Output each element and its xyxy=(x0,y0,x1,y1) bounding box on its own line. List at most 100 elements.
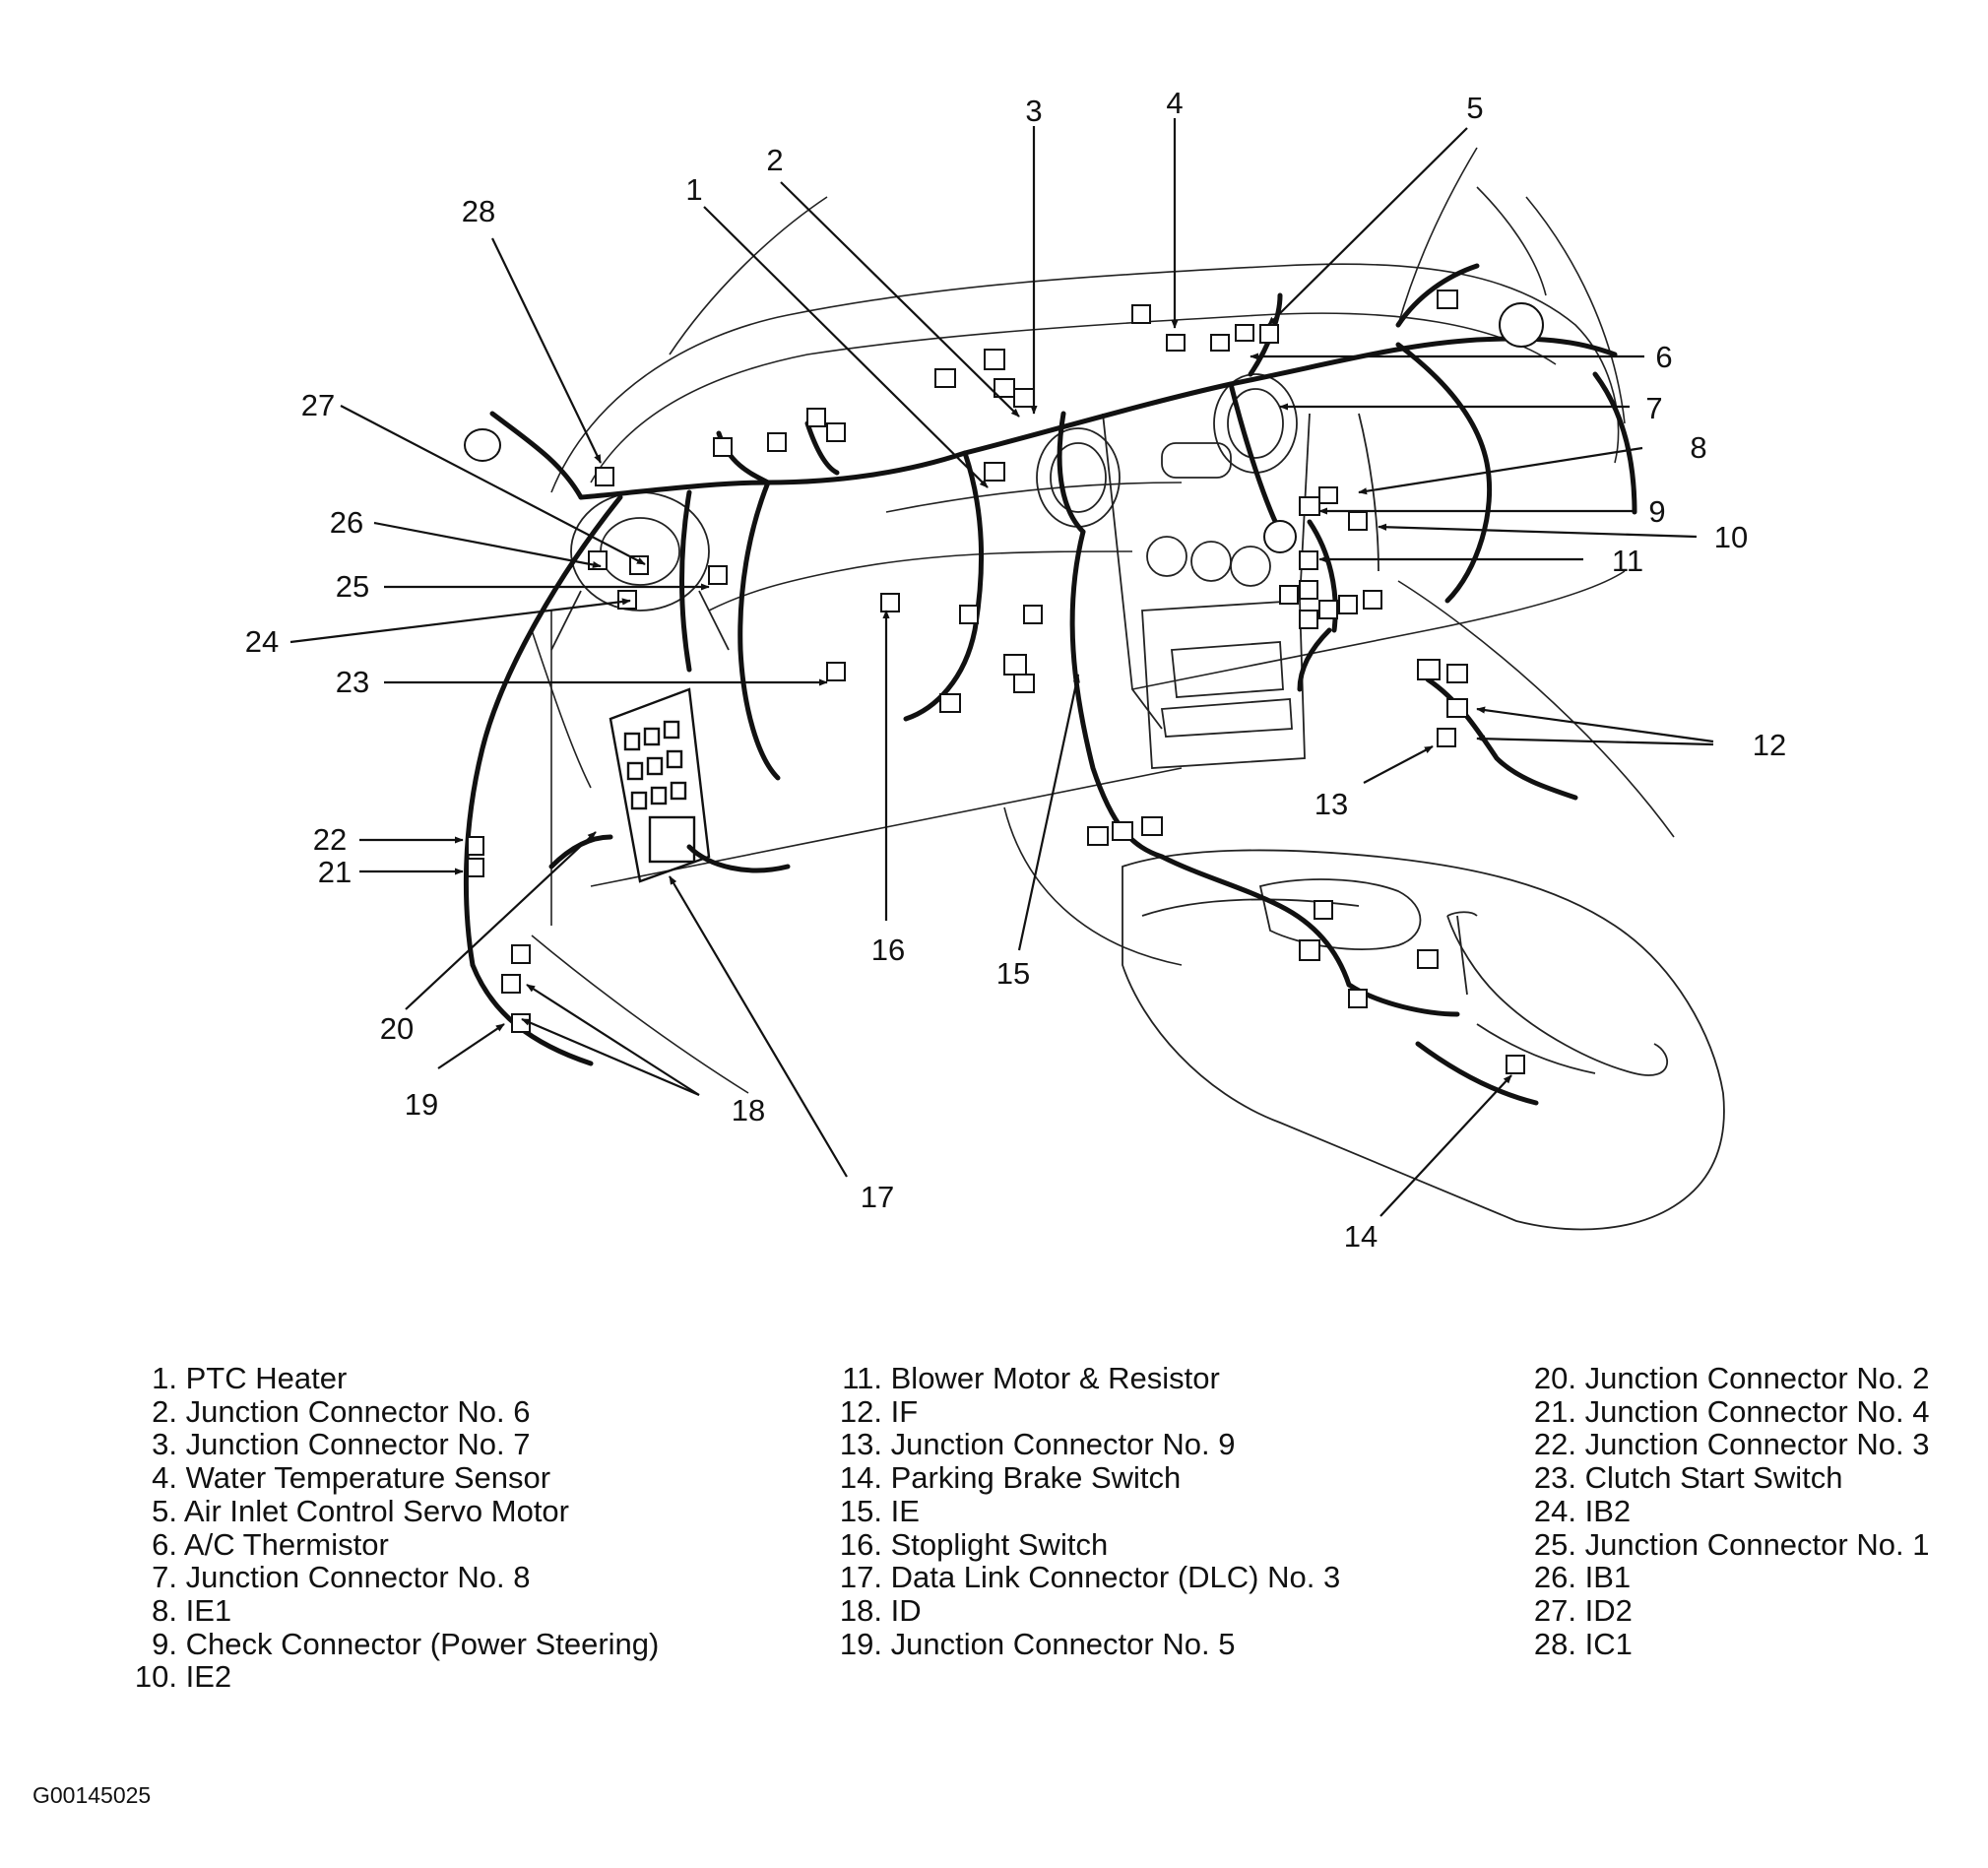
legend-item: 6. A/C Thermistor xyxy=(126,1526,659,1562)
legend-number: 27. xyxy=(1533,1592,1576,1628)
fuse-block xyxy=(609,687,711,883)
callout-21: 21 xyxy=(318,855,352,889)
legend-label: Data Link Connector (DLC) No. 3 xyxy=(890,1560,1341,1595)
legend-item: 28. IC1 xyxy=(1521,1626,1929,1661)
legend-number: 2. xyxy=(152,1393,177,1429)
legend-number: 21. xyxy=(1533,1393,1576,1429)
legend-item: 2. Junction Connector No. 6 xyxy=(126,1393,659,1429)
callout-14: 14 xyxy=(1344,1219,1378,1254)
legend-label: ID2 xyxy=(1584,1592,1633,1628)
legend-number: 11. xyxy=(842,1361,882,1395)
callout-20: 20 xyxy=(380,1011,414,1046)
legend-label: Air Inlet Control Servo Motor xyxy=(183,1493,569,1528)
legend-number: 18. xyxy=(839,1592,882,1628)
legend-label: A/C Thermistor xyxy=(183,1526,389,1562)
legend-number: 4. xyxy=(152,1460,177,1496)
legend-number: 26. xyxy=(1533,1560,1576,1595)
legend-label: Check Connector (Power Steering) xyxy=(185,1626,660,1661)
legend-item: 17. Data Link Connector (DLC) No. 3 xyxy=(827,1561,1340,1594)
callout-2: 2 xyxy=(766,143,783,177)
legend-item: 11. Blower Motor & Resistor xyxy=(827,1362,1340,1395)
legend-label: Junction Connector No. 6 xyxy=(185,1393,531,1429)
legend-item: 14. Parking Brake Switch xyxy=(827,1461,1340,1495)
legend-number: 15. xyxy=(839,1493,882,1528)
callout-numbers: 1 2 3 4 5 6 7 8 9 10 11 12 13 14 15 16 1… xyxy=(245,86,1786,1254)
instrument-panel xyxy=(1036,373,1379,769)
callout-6: 6 xyxy=(1655,340,1672,374)
legend-label: Junction Connector No. 7 xyxy=(185,1427,531,1462)
legend-number: 1. xyxy=(152,1361,177,1395)
legend-label: IB2 xyxy=(1584,1493,1632,1528)
legend-item: 8. IE1 xyxy=(126,1594,659,1628)
callout-19: 19 xyxy=(405,1087,438,1122)
legend-number: 25. xyxy=(1533,1526,1576,1562)
legend-item: 15. IE xyxy=(827,1493,1340,1528)
legend-item: 25. Junction Connector No. 1 xyxy=(1521,1526,1930,1562)
callout-27: 27 xyxy=(301,388,335,422)
callout-16: 16 xyxy=(871,933,905,967)
connectors xyxy=(464,290,1544,1074)
callout-28: 28 xyxy=(462,194,495,228)
legend-item: 22. Junction Connector No. 3 xyxy=(1521,1427,1930,1462)
legend-number: 6. xyxy=(152,1526,177,1562)
legend-label: Clutch Start Switch xyxy=(1584,1460,1843,1496)
legend-label: PTC Heater xyxy=(185,1361,348,1395)
legend-item: 7. Junction Connector No. 8 xyxy=(126,1561,659,1594)
legend-item: 5. Air Inlet Control Servo Motor xyxy=(126,1493,659,1528)
legend-item: 13. Junction Connector No. 9 xyxy=(827,1428,1340,1461)
legend-number: 22. xyxy=(1533,1427,1576,1462)
callout-3: 3 xyxy=(1025,94,1042,128)
callout-24: 24 xyxy=(245,624,279,659)
callout-1: 1 xyxy=(685,172,702,207)
wiring-diagram: 1 2 3 4 5 6 7 8 9 10 11 12 13 14 15 16 1… xyxy=(245,86,1786,1254)
legend-item: 20. Junction Connector No. 2 xyxy=(1521,1361,1930,1395)
legend-label: IF xyxy=(890,1393,919,1429)
legend-number: 23. xyxy=(1533,1460,1576,1496)
legend-number: 3. xyxy=(152,1427,177,1462)
legend-label: Junction Connector No. 2 xyxy=(1584,1361,1930,1395)
legend-label: Junction Connector No. 8 xyxy=(185,1560,531,1595)
callout-7: 7 xyxy=(1645,391,1662,425)
legend-item: 19. Junction Connector No. 5 xyxy=(827,1627,1340,1661)
callout-17: 17 xyxy=(861,1180,894,1214)
center-console xyxy=(1122,849,1725,1231)
legend-number: 28. xyxy=(1533,1626,1576,1661)
legend-number: 10. xyxy=(134,1659,177,1695)
legend-number: 14. xyxy=(839,1460,882,1496)
legend-label: IE2 xyxy=(185,1659,232,1695)
legend-item: 12. IF xyxy=(827,1393,1340,1429)
legend-label: Water Temperature Sensor xyxy=(185,1460,551,1496)
callout-25: 25 xyxy=(336,569,369,604)
legend-item: 16. Stoplight Switch xyxy=(827,1526,1340,1562)
figure-id: G00145025 xyxy=(32,1782,152,1808)
legend-number: 24. xyxy=(1533,1493,1576,1528)
legend-label: IC1 xyxy=(1584,1626,1633,1661)
legend-item: 24. IB2 xyxy=(1521,1493,1929,1528)
legend-item: 26. IB1 xyxy=(1521,1561,1929,1594)
legend-label: Stoplight Switch xyxy=(890,1526,1109,1562)
legend-item: 3. Junction Connector No. 7 xyxy=(126,1428,659,1461)
legend-item: 27. ID2 xyxy=(1521,1594,1929,1628)
callout-5: 5 xyxy=(1466,91,1483,125)
leader-arrows xyxy=(289,118,1714,1217)
legend-label: Junction Connector No. 4 xyxy=(1584,1393,1930,1429)
legend-number: 8. xyxy=(152,1592,177,1628)
legend-label: Junction Connector No. 1 xyxy=(1584,1526,1930,1562)
legend-item: 18. ID xyxy=(827,1594,1340,1628)
callout-18: 18 xyxy=(732,1093,765,1127)
legend-number: 5. xyxy=(152,1493,177,1528)
dashboard-outline xyxy=(531,147,1675,1094)
callout-12: 12 xyxy=(1753,728,1786,762)
legend-item: 23. Clutch Start Switch xyxy=(1521,1461,1929,1495)
legend-item: 21. Junction Connector No. 4 xyxy=(1521,1393,1930,1429)
legend-label: IE1 xyxy=(185,1592,232,1628)
callout-4: 4 xyxy=(1166,86,1183,120)
callout-9: 9 xyxy=(1648,494,1665,529)
steering-column xyxy=(550,491,730,651)
legend-number: 7. xyxy=(152,1560,177,1595)
legend-number: 9. xyxy=(152,1626,177,1661)
callout-15: 15 xyxy=(996,956,1030,991)
legend-label: Blower Motor & Resistor xyxy=(890,1361,1220,1395)
